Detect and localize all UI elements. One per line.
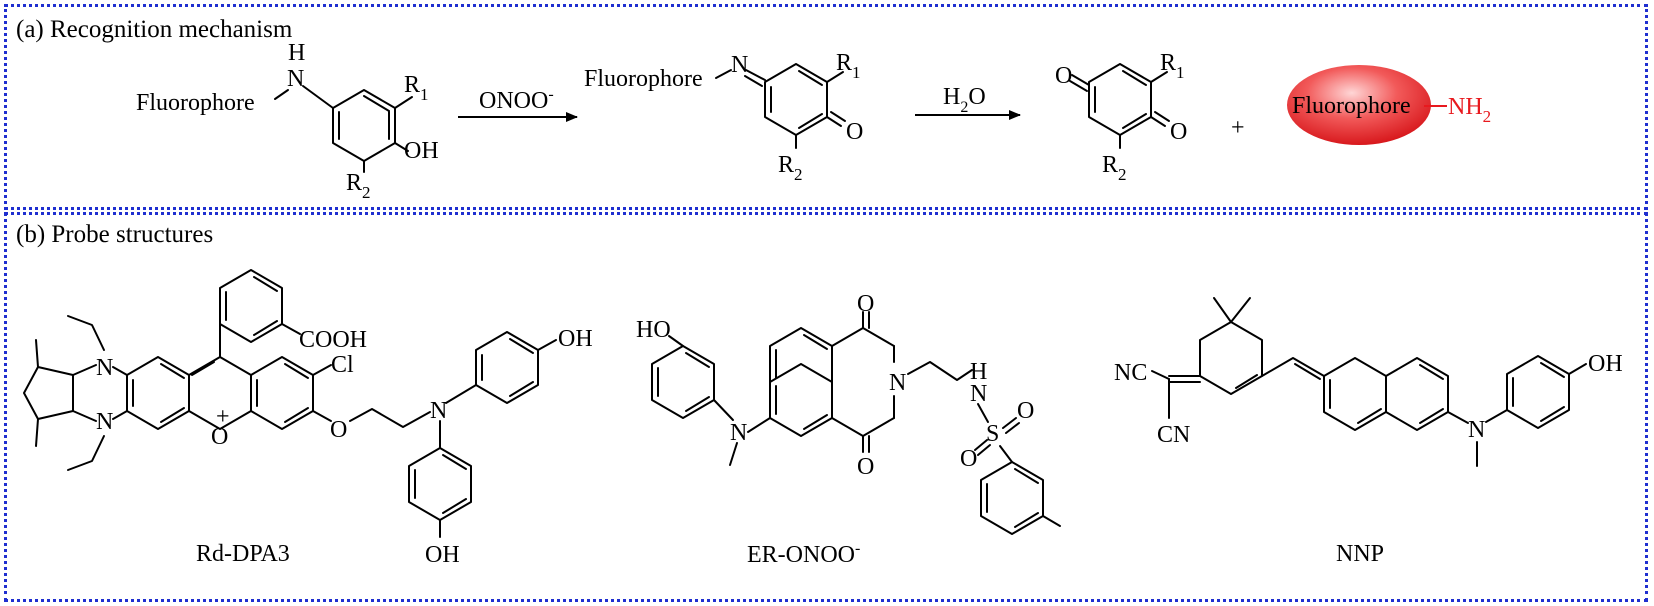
sulfonamide-n-label: N — [970, 381, 987, 407]
oxonium-plus: + — [216, 404, 230, 430]
r1-label: R1 — [404, 72, 429, 104]
xanthene-o-label: O — [211, 424, 228, 450]
r1-label-2: R1 — [836, 50, 861, 82]
er-onoo-structure: HO N O O N H N S — [636, 291, 1061, 568]
panel-a-recognition-mechanism — [4, 4, 1648, 210]
hydrolysis-arrow: H2O — [915, 84, 1021, 120]
sulfonyl-o-right-label: O — [1017, 398, 1034, 424]
lower-amine-n-label: N — [96, 409, 113, 435]
fluorophore-product-label: Fluorophore — [1292, 93, 1411, 119]
fluorophore-label: Fluorophore — [136, 90, 255, 116]
rd-dpa3-structure: COOH O + Cl O N OH — [23, 269, 593, 568]
lower-phenol-oh-label: OH — [425, 542, 460, 568]
ether-o-label: O — [330, 417, 347, 443]
nitrile-nc-label: NC — [1114, 360, 1147, 386]
r1-label-3: R1 — [1160, 50, 1185, 82]
imide-o-top-label: O — [857, 291, 874, 317]
nh-hydrogen-label: H — [288, 40, 305, 66]
oxidation-arrow: ONOO- — [458, 86, 578, 122]
panel-b-probe-structures — [4, 212, 1648, 602]
nitrile-cn-label: CN — [1157, 422, 1190, 448]
nh-nitrogen-label: N — [287, 66, 304, 92]
er-amine-n-label: N — [730, 420, 747, 446]
chloro-label: Cl — [331, 352, 354, 378]
fluorophore-label-2: Fluorophore — [584, 66, 703, 92]
imide-o-bottom-label: O — [857, 454, 874, 480]
panel-a-title: (a) Recognition mechanism — [16, 16, 293, 43]
nnp-phenol-oh-label: OH — [1588, 351, 1623, 377]
onoo-reagent-label: ONOO- — [479, 86, 554, 114]
imine-nitrogen-label: N — [731, 52, 748, 78]
fluorophore-ellipse — [1287, 65, 1431, 145]
panel-b-title: (b) Probe structures — [16, 221, 213, 248]
fluorophore-amine-product: Fluorophore NH2 — [1287, 65, 1491, 145]
plus-sign: + — [1231, 115, 1245, 141]
sulfonyl-o-left-label: O — [960, 446, 977, 472]
quinone-o-right-label: O — [1170, 119, 1187, 145]
upper-phenol-oh-label: OH — [558, 326, 593, 352]
sulfur-label: S — [986, 421, 999, 447]
nnp-amine-n-label: N — [1468, 417, 1485, 443]
carbonyl-o-label: O — [846, 119, 863, 145]
er-ho-label: HO — [636, 317, 671, 343]
rd-dpa3-name: Rd-DPA3 — [196, 541, 290, 567]
nnp-name: NNP — [1336, 541, 1384, 567]
quinone-imine-structure: Fluorophore N R1 O R2 — [584, 50, 863, 184]
imide-n-label: N — [889, 370, 906, 396]
r2-label: R2 — [346, 170, 371, 202]
benzoquinone-structure: O R1 O R2 — [1055, 50, 1187, 184]
water-reagent-label: H2O — [943, 84, 986, 116]
r2-label-2: R2 — [778, 152, 803, 184]
nnp-structure: NC CN N OH NNP — [1114, 297, 1623, 567]
upper-amine-n-label: N — [96, 355, 113, 381]
r2-label-3: R2 — [1102, 152, 1127, 184]
quinone-o-left-label: O — [1055, 63, 1072, 89]
er-onoo-name: ER-ONOO- — [747, 540, 860, 568]
sulfonamide-h-label: H — [970, 359, 987, 385]
cooh-label: COOH — [299, 327, 367, 353]
aminophenol-structure: Fluorophore H N R1 OH R2 — [136, 40, 439, 202]
oh-label: OH — [404, 138, 439, 164]
nh2-label: NH2 — [1448, 94, 1491, 126]
dpa-nitrogen-label: N — [430, 398, 447, 424]
